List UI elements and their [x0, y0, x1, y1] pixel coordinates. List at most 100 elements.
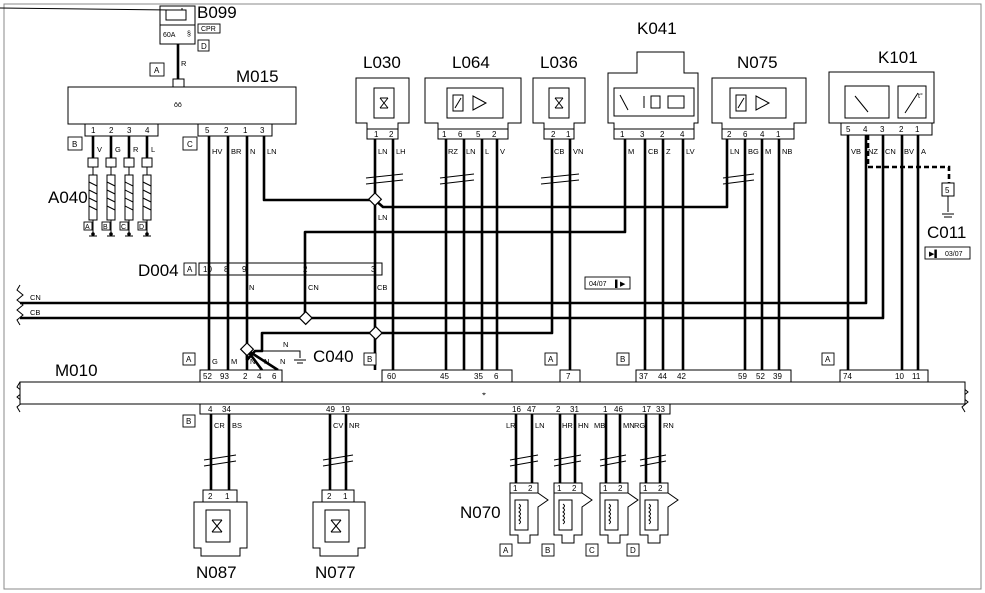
- l036-component: L036 2 1: [532, 53, 586, 140]
- svg-text:LN: LN: [267, 147, 277, 156]
- svg-text:CR: CR: [214, 421, 225, 430]
- svg-text:⌖: ⌖: [482, 391, 486, 398]
- svg-text:R: R: [133, 145, 139, 154]
- l064-component: L064 1 6 5 2: [424, 53, 522, 140]
- svg-text:N: N: [283, 340, 288, 349]
- l030-component: L030 1 2: [355, 53, 410, 140]
- b099-label: B099: [197, 3, 237, 22]
- svg-text:1: 1: [566, 130, 571, 139]
- svg-text:1: 1: [620, 130, 625, 139]
- svg-text:2: 2: [556, 405, 561, 414]
- svg-text:A: A: [921, 147, 926, 156]
- svg-text:LN: LN: [535, 421, 545, 430]
- svg-text:N: N: [280, 357, 285, 366]
- svg-text:LV: LV: [686, 147, 695, 156]
- svg-text:B: B: [620, 355, 625, 364]
- svg-text:CN: CN: [885, 147, 896, 156]
- c040-label: C040: [313, 347, 354, 366]
- svg-text:▶▌: ▶▌: [929, 249, 939, 259]
- svg-text:L: L: [151, 145, 155, 154]
- svg-text:3: 3: [127, 126, 132, 135]
- svg-text:2: 2: [899, 125, 904, 134]
- svg-text:2: 2: [224, 126, 229, 135]
- svg-text:34: 34: [222, 405, 231, 414]
- svg-text:NB: NB: [782, 147, 792, 156]
- svg-text:MB: MB: [594, 421, 605, 430]
- svg-text:NZ: NZ: [868, 147, 878, 156]
- svg-text:C: C: [121, 224, 126, 231]
- svg-text:1: 1: [374, 130, 379, 139]
- d004-connector: D004 A 10 8 9 2 3: [138, 261, 383, 280]
- svg-text:1: 1: [603, 405, 608, 414]
- svg-text:45: 45: [440, 372, 449, 381]
- svg-text:A: A: [187, 265, 193, 274]
- svg-text:2: 2: [528, 484, 533, 493]
- svg-text:35: 35: [474, 372, 483, 381]
- svg-text:2: 2: [572, 484, 577, 493]
- m015-conn-b: B: [72, 140, 77, 149]
- svg-text:LN: LN: [466, 147, 476, 156]
- svg-text:M: M: [231, 357, 237, 366]
- svg-text:4: 4: [208, 405, 213, 414]
- svg-text:5: 5: [945, 186, 950, 195]
- line-cn-label: CN: [30, 293, 41, 302]
- svg-text:RG: RG: [634, 421, 645, 430]
- svg-text:3: 3: [640, 130, 645, 139]
- line-cb-label: CB: [30, 308, 40, 317]
- svg-text:52: 52: [756, 372, 765, 381]
- svg-text:LH: LH: [396, 147, 406, 156]
- svg-text:16: 16: [512, 405, 521, 414]
- svg-text:BS: BS: [232, 421, 242, 430]
- svg-text:A: A: [503, 546, 509, 555]
- l030-label: L030: [363, 53, 401, 72]
- svg-text:CB: CB: [648, 147, 658, 156]
- svg-text:CN: CN: [308, 283, 319, 292]
- svg-text:2: 2: [208, 492, 213, 501]
- n070-injector-a: 1 2 A: [499, 482, 549, 557]
- svg-text:HR: HR: [562, 421, 573, 430]
- svg-text:1: 1: [243, 126, 248, 135]
- svg-text:1: 1: [91, 126, 96, 135]
- svg-text:§: §: [187, 31, 191, 38]
- b099-conn: D: [201, 42, 207, 51]
- svg-text:BR: BR: [231, 147, 242, 156]
- svg-text:74: 74: [843, 372, 852, 381]
- svg-text:G: G: [212, 357, 218, 366]
- svg-text:2: 2: [618, 484, 623, 493]
- svg-text:2: 2: [658, 484, 663, 493]
- svg-text:2: 2: [109, 126, 114, 135]
- svg-text:B: B: [367, 355, 372, 364]
- svg-text:33: 33: [656, 405, 665, 414]
- svg-text:CV: CV: [333, 421, 343, 430]
- svg-text:B: B: [545, 546, 550, 555]
- svg-text:47: 47: [527, 405, 536, 414]
- svg-text:CB: CB: [377, 283, 387, 292]
- k041-component: K041 1 3 2 4: [607, 19, 699, 140]
- svg-text:▌▶: ▌▶: [615, 279, 626, 289]
- a040-label: A040: [48, 188, 88, 207]
- n075-component: N075 2 6 4 1: [711, 53, 807, 140]
- svg-text:M: M: [628, 147, 634, 156]
- svg-text:HN: HN: [578, 421, 589, 430]
- l064-label: L064: [452, 53, 490, 72]
- svg-text:4: 4: [257, 372, 262, 381]
- n070-label: N070: [460, 503, 501, 522]
- svg-text:2: 2: [243, 372, 248, 381]
- svg-text:39: 39: [773, 372, 782, 381]
- svg-text:3: 3: [880, 125, 885, 134]
- svg-text:D: D: [630, 546, 636, 555]
- svg-text:93: 93: [220, 372, 229, 381]
- b099-fuse-rating: 60A: [163, 32, 176, 39]
- svg-text:6: 6: [494, 372, 499, 381]
- svg-text:RN: RN: [663, 421, 674, 430]
- svg-text:LN: LN: [378, 147, 388, 156]
- svg-text:1: 1: [643, 484, 648, 493]
- n070-injector-c: 1 2 C: [585, 482, 639, 557]
- svg-text:ōō: ōō: [174, 102, 182, 109]
- svg-text:B: B: [103, 224, 108, 231]
- svg-text:V: V: [97, 145, 102, 154]
- svg-text:G: G: [115, 145, 121, 154]
- svg-text:B: B: [186, 417, 191, 426]
